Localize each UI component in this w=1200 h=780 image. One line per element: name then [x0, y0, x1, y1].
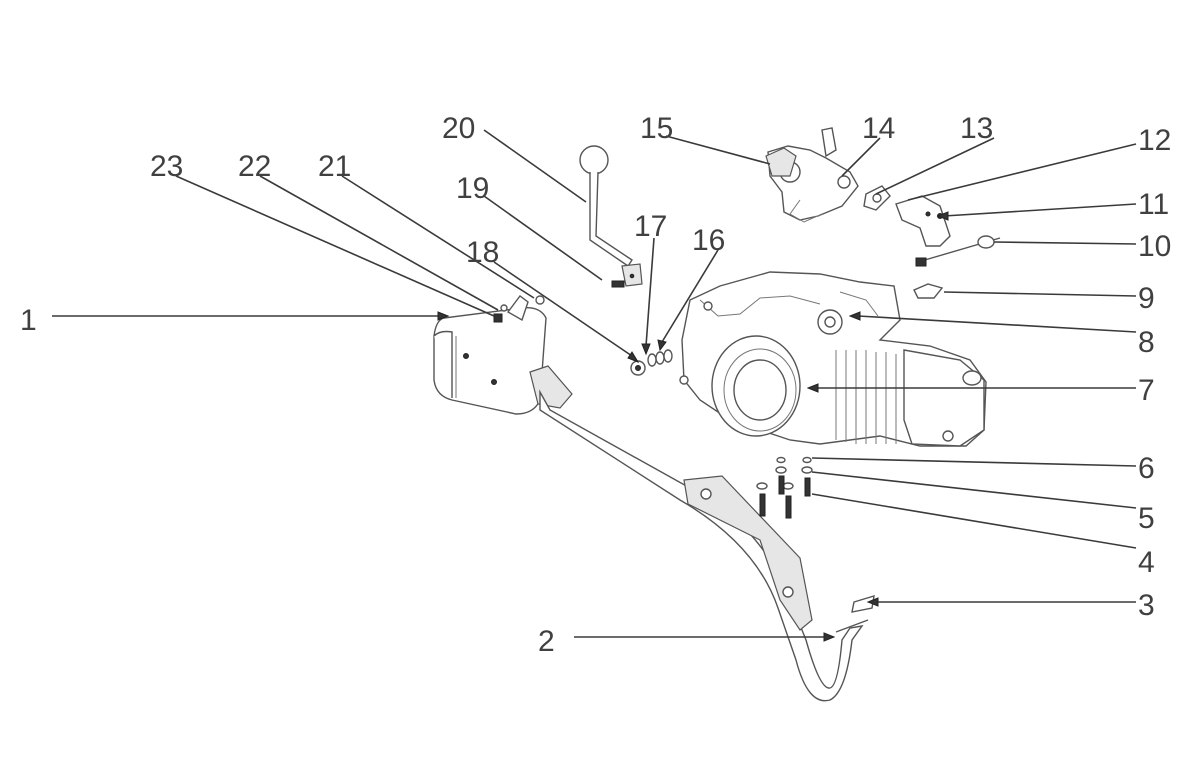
callout-label-12: 12	[1138, 124, 1171, 157]
callout-label-4: 4	[1138, 546, 1155, 579]
callout-label-1: 1	[20, 304, 37, 337]
insulator-gasket	[863, 185, 891, 211]
callout-label-18: 18	[466, 236, 499, 269]
leader-lines	[52, 129, 1137, 642]
callout-label-23: 23	[150, 150, 183, 183]
callout-label-19: 19	[456, 172, 489, 205]
callout-label-3: 3	[1138, 589, 1155, 622]
callout-label-6: 6	[1138, 452, 1155, 485]
exhaust-muffler	[433, 307, 573, 415]
callout-label-8: 8	[1138, 326, 1155, 359]
intake-gasket	[913, 283, 944, 299]
drive-sprocket	[630, 360, 646, 376]
callout-label-16: 16	[692, 224, 725, 257]
callout-label-20: 20	[442, 112, 475, 145]
callout-label-5: 5	[1138, 502, 1155, 535]
sprocket-washers	[647, 349, 673, 367]
callout-label-7: 7	[1138, 374, 1155, 407]
shift-lever-bolt	[611, 280, 625, 288]
callout-label-17: 17	[634, 210, 667, 243]
muffler-mount-hardware	[493, 295, 545, 323]
callout-label-21: 21	[318, 150, 351, 183]
callout-label-13: 13	[960, 112, 993, 145]
engine-assembly	[679, 271, 987, 447]
callout-label-15: 15	[640, 112, 673, 145]
exhaust-gasket	[851, 595, 875, 613]
gear-shift-lever	[579, 145, 643, 287]
callout-label-22: 22	[238, 150, 271, 183]
air-filter	[765, 147, 797, 177]
intake-manifold	[895, 195, 951, 247]
callout-labels: 1 2 3 4 5 6 7 8 9 10 11 12 13 14 15 16 1…	[20, 112, 1171, 658]
callout-label-14: 14	[862, 112, 895, 145]
callout-label-10: 10	[1138, 230, 1171, 263]
callout-label-2: 2	[538, 625, 555, 658]
callout-label-11: 11	[1138, 188, 1169, 221]
callout-label-9: 9	[1138, 282, 1155, 315]
engine-mount-bolt-set	[756, 456, 813, 519]
exhaust-pipe	[539, 389, 869, 702]
